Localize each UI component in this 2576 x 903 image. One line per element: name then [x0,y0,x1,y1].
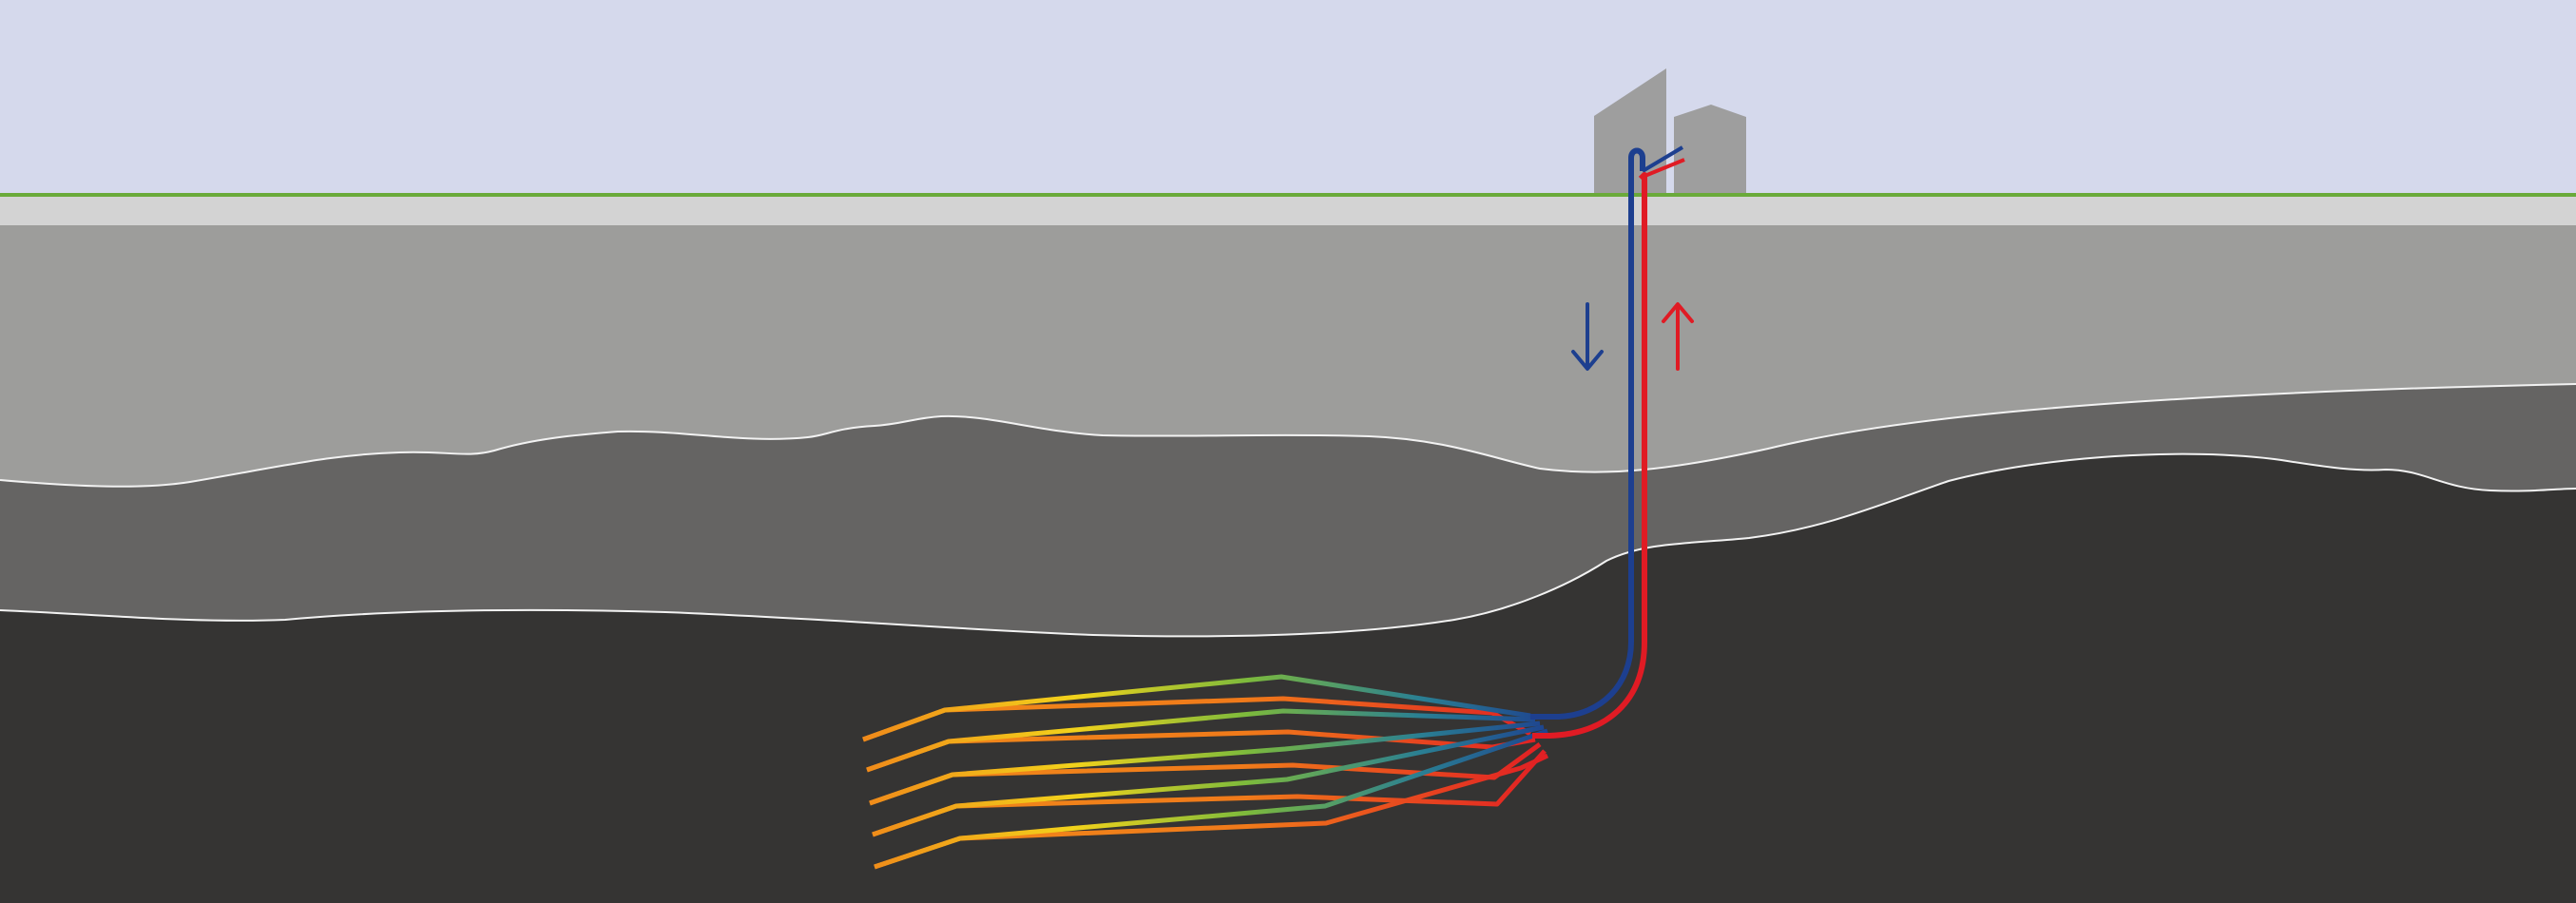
tall-building [1594,68,1666,193]
lateral-supply-line [862,674,1531,742]
sky [0,0,2576,195]
arrow-down-icon [1571,302,1604,371]
upper-boundary-line [0,383,2576,488]
lateral-supply-line [872,724,1545,837]
cold-surface-connector [1641,145,1684,173]
cold-injection-well [1530,147,1645,720]
arrow-up-icon [1662,302,1694,371]
lateral-supply-line [866,708,1536,773]
surface-plant-buildings [1594,68,1746,193]
lateral-supply-line [874,728,1548,870]
lower-boundary-line [0,452,2576,638]
hot-production-well [1532,172,1647,739]
lateral-supply-line [869,720,1541,806]
hot-surface-connector [1642,158,1685,179]
small-building [1674,105,1746,193]
topsoil-layer [0,195,2576,225]
closed-loop-lateral-bundle [862,674,1549,870]
